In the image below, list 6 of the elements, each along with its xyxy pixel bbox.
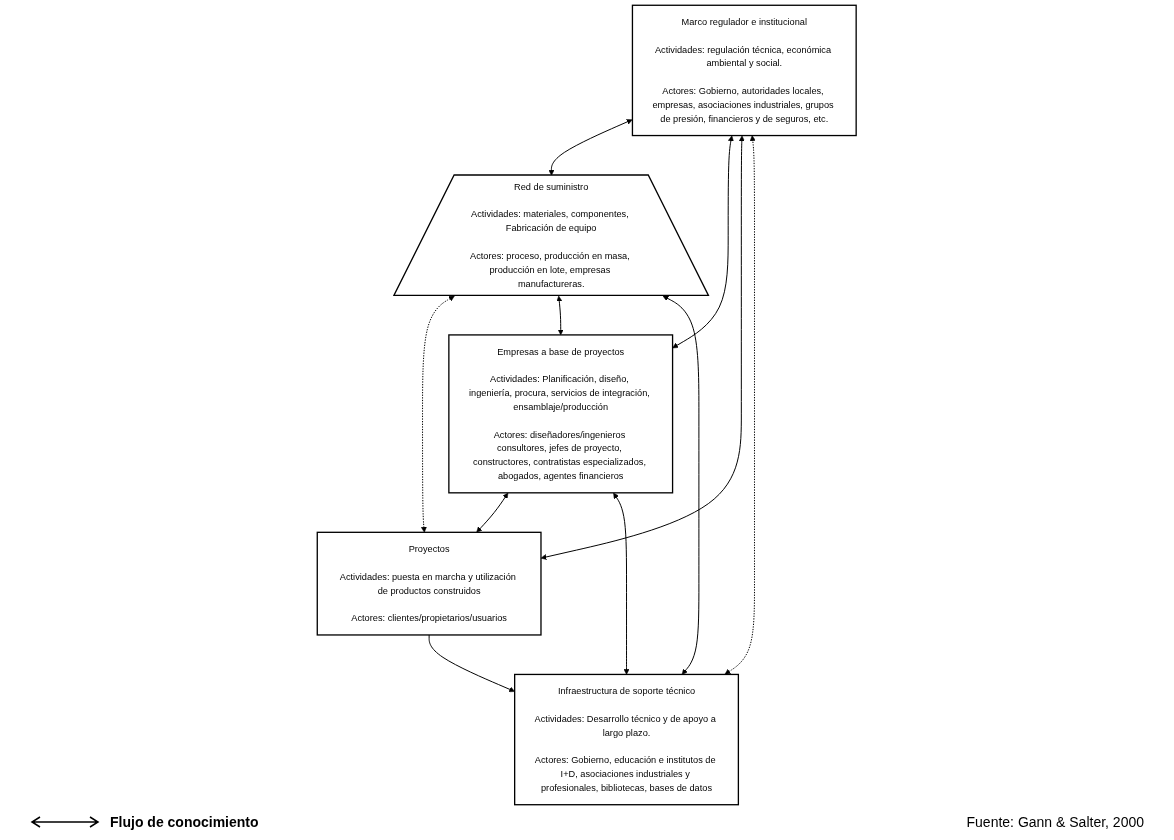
node-box: Proyectos Actividades: puesta en marcha y utilización de productos construidos Actores: clientes/propietarios/usuarios [316, 531, 542, 636]
node-box: Infraestructura de soporte técnico Actividades: Desarrollo técnico y de apoyo a largo plazo. Actores: Gobierno, educación e institutos de I+D, asociaciones industriales y profesionales, bibliotecas, bases de datos [514, 673, 740, 806]
node-box: Marco regulador e institucional Actividades: regulación técnica, económica ambiental y social. Actores: Gobierno, autoridades locales, empresas, asociaciones industriales, grupos de presión, financieros y de seguros, etc. [632, 4, 858, 137]
source-note: Fuente: Gann & Salter, 2000 [966, 814, 1144, 830]
node-box: Empresas a base de proyectos Actividades: Planificación, diseño, ingeniería, procura, servicios de integración, ensamblaje/producción Actores: diseñadores/ingenieros consultores, jefes de proyecto, constructores, contratistas especializados, abogados, agentes financieros [448, 334, 674, 494]
legend-text: Flujo de conocimiento [110, 814, 259, 830]
